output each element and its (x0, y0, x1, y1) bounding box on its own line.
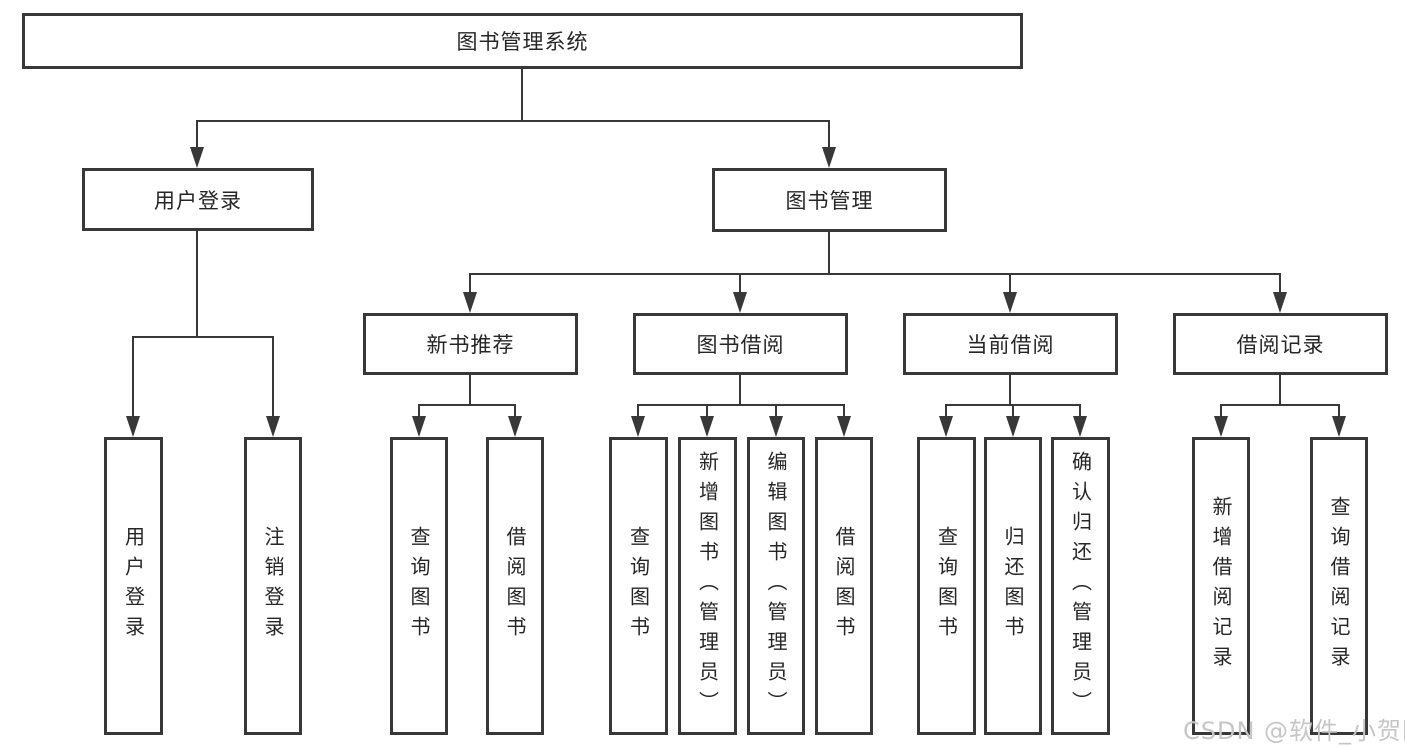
connector-drop (514, 404, 516, 418)
connector-drop (775, 404, 777, 418)
connector-drop (739, 273, 741, 295)
connector-book-management-stem (828, 232, 830, 274)
leaf-label: 新增借阅记录 (1209, 496, 1233, 676)
leaf-label: 借阅图书 (503, 526, 527, 646)
connector-drop (843, 404, 845, 418)
node-user-login: 用户登录 (82, 168, 314, 231)
csdn-watermark: CSDN @软件_小贺同学 (1183, 717, 1405, 745)
connector-user-login-stem (196, 231, 198, 337)
connector-records-stem (1279, 375, 1281, 406)
node-current-borrow: 当前借阅 (903, 313, 1118, 375)
leaf-label: 编辑图书（管理员） (764, 451, 788, 721)
node-book-borrow: 图书借阅 (633, 313, 848, 375)
connector-drop (1009, 273, 1011, 295)
arrow-down-icon (769, 416, 783, 437)
arrow-down-icon (700, 416, 714, 437)
leaf-query-books-borrow: 查询图书 (609, 437, 668, 735)
arrow-down-icon (631, 416, 645, 437)
connector-borrow-stem (739, 375, 741, 406)
arrow-down-icon (463, 292, 477, 313)
leaf-add-books-admin: 新增图书（管理员） (678, 437, 737, 735)
arrow-down-icon (822, 147, 836, 168)
connector-root-stem (521, 69, 523, 121)
leaf-label: 查询借阅记录 (1327, 496, 1351, 676)
arrow-down-icon (837, 416, 851, 437)
connector-drop (1079, 404, 1081, 418)
arrow-down-icon (1003, 292, 1017, 313)
node-new-book-recommend: 新书推荐 (363, 313, 578, 375)
leaf-label: 查询图书 (626, 526, 651, 646)
connector-drop (637, 404, 639, 418)
connector-drop (1220, 404, 1222, 418)
leaf-label: 查询图书 (407, 526, 431, 646)
leaf-borrow-books-recommend: 借阅图书 (486, 437, 544, 735)
arrow-down-icon (266, 416, 280, 437)
leaf-borrow-books-borrow: 借阅图书 (815, 437, 873, 735)
leaf-label: 确认归还（管理员） (1068, 451, 1093, 721)
connector-book-management-rail (469, 273, 1281, 275)
leaf-confirm-return-admin: 确认归还（管理员） (1051, 437, 1110, 735)
arrow-down-icon (190, 147, 204, 168)
leaf-edit-books-admin: 编辑图书（管理员） (747, 437, 805, 735)
connector-borrow-rail (637, 404, 845, 406)
arrow-down-icon (508, 416, 522, 437)
connector-drop (132, 336, 134, 420)
connector-drop (469, 273, 471, 295)
leaf-query-borrow-record: 查询借阅记录 (1310, 437, 1368, 735)
connector-drop (706, 404, 708, 418)
connector-drop (1012, 404, 1014, 418)
connector-drop (272, 336, 274, 420)
leaf-label: 用户登录 (121, 526, 146, 646)
connector-drop (945, 404, 947, 418)
node-book-management: 图书管理 (712, 168, 947, 232)
connector-recommend-stem (469, 375, 471, 406)
arrow-down-icon (733, 292, 747, 313)
connector-drop (1279, 273, 1281, 295)
arrow-down-icon (1006, 416, 1020, 437)
leaf-label: 借阅图书 (832, 526, 856, 646)
connector-records-rail (1220, 404, 1340, 406)
arrow-down-icon (1332, 416, 1346, 437)
arrow-down-icon (939, 416, 953, 437)
arrow-down-icon (1273, 292, 1287, 313)
leaf-user-login: 用户登录 (104, 437, 163, 735)
connector-drop (1338, 404, 1340, 418)
leaf-query-books-current: 查询图书 (917, 437, 976, 735)
arrow-down-icon (412, 416, 426, 437)
leaf-add-borrow-record: 新增借阅记录 (1192, 437, 1250, 735)
leaf-label: 注销登录 (261, 526, 285, 646)
leaf-query-books-recommend: 查询图书 (390, 437, 448, 735)
connector-root-rail (197, 120, 830, 122)
arrow-down-icon (1073, 416, 1087, 437)
leaf-label: 查询图书 (934, 526, 959, 646)
arrow-down-icon (126, 416, 140, 437)
connector-drop (418, 404, 420, 418)
connector-user-login-rail (132, 336, 274, 338)
leaf-label: 新增图书（管理员） (695, 451, 720, 721)
leaf-label: 归还图书 (1001, 526, 1025, 646)
connector-current-stem (1009, 375, 1011, 406)
leaf-logout: 注销登录 (244, 437, 302, 735)
leaf-return-books: 归还图书 (984, 437, 1042, 735)
arrow-down-icon (1214, 416, 1228, 437)
connector-drop (828, 120, 830, 150)
connector-drop (196, 120, 198, 150)
node-library-management-system: 图书管理系统 (22, 13, 1023, 69)
connector-recommend-rail (418, 404, 516, 406)
node-borrow-records: 借阅记录 (1173, 313, 1388, 375)
